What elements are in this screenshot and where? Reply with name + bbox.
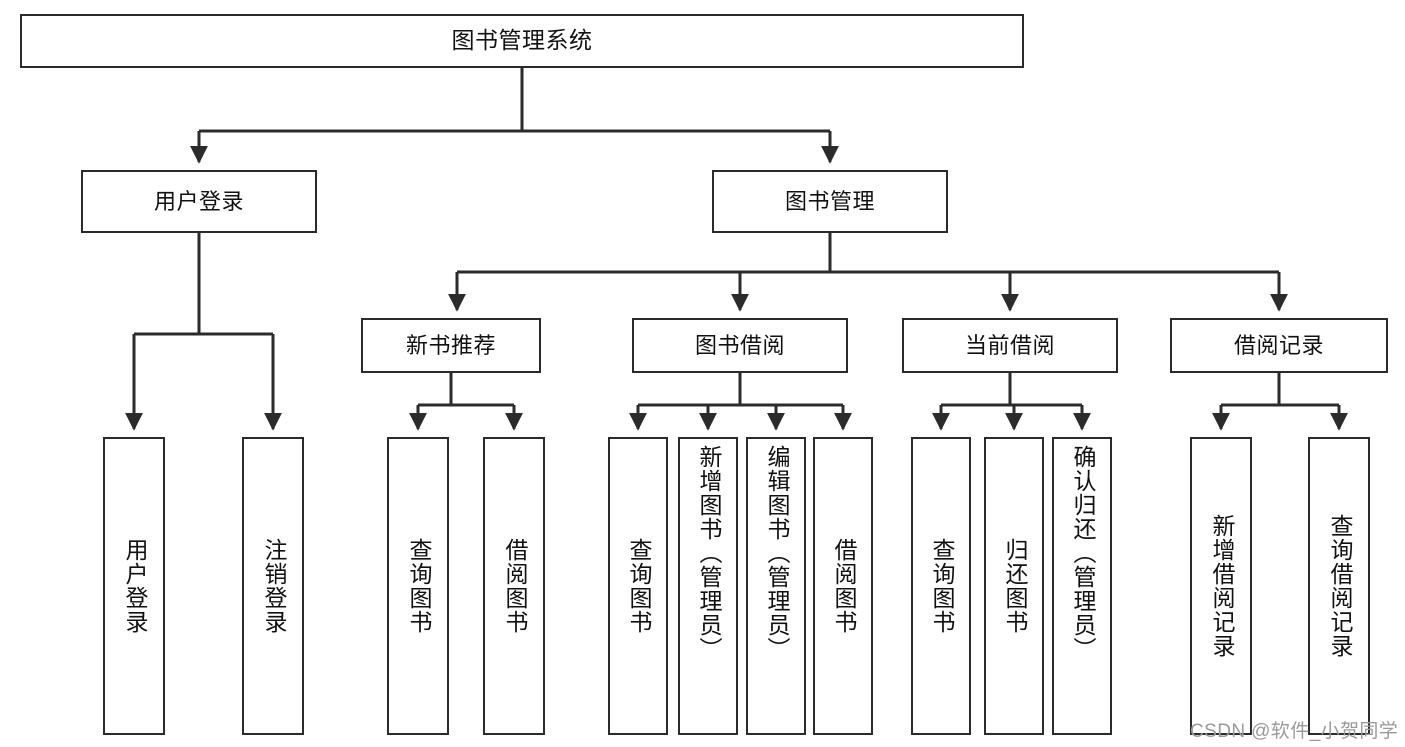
node-leaf-confirm-return-admin-label: 确认归还（管理员） [1069, 445, 1096, 661]
node-leaf-user-login-label: 用户登录 [121, 538, 148, 634]
watermark-text: CSDN @软件_小贺同学 [1190, 721, 1399, 742]
node-leaf-query-book-current-label: 查询图书 [928, 538, 955, 634]
node-user-login[interactable]: 用户登录 [81, 170, 317, 233]
node-leaf-add-borrow-record[interactable]: 新增借阅记录 [1190, 437, 1252, 735]
node-book-borrow-label: 图书借阅 [694, 332, 785, 358]
node-leaf-edit-book-admin[interactable]: 编辑图书（管理员） [746, 437, 806, 735]
node-leaf-borrow-book-new[interactable]: 借阅图书 [483, 437, 545, 735]
node-leaf-borrow-book-label: 借阅图书 [830, 538, 857, 634]
node-leaf-query-borrow-record[interactable]: 查询借阅记录 [1308, 437, 1370, 735]
node-borrow-record[interactable]: 借阅记录 [1170, 318, 1388, 373]
node-root-label: 图书管理系统 [451, 27, 593, 54]
node-book-manage[interactable]: 图书管理 [712, 170, 948, 233]
node-leaf-add-borrow-record-label: 新增借阅记录 [1208, 514, 1235, 658]
node-leaf-query-borrow-record-label: 查询借阅记录 [1326, 514, 1353, 658]
node-leaf-return-book[interactable]: 归还图书 [984, 437, 1044, 735]
node-leaf-add-book-admin-label: 新增图书（管理员） [695, 445, 722, 661]
node-book-manage-label: 图书管理 [784, 188, 875, 214]
node-root[interactable]: 图书管理系统 [20, 14, 1024, 68]
node-leaf-edit-book-admin-label: 编辑图书（管理员） [763, 445, 790, 661]
node-leaf-borrow-book-new-label: 借阅图书 [501, 538, 528, 634]
node-leaf-confirm-return-admin[interactable]: 确认归还（管理员） [1052, 437, 1112, 735]
node-leaf-query-book-current[interactable]: 查询图书 [911, 437, 971, 735]
node-current-borrow[interactable]: 当前借阅 [902, 318, 1118, 373]
node-user-login-label: 用户登录 [153, 188, 244, 214]
node-leaf-user-logout[interactable]: 注销登录 [242, 437, 304, 735]
node-leaf-query-book-borrow[interactable]: 查询图书 [608, 437, 668, 735]
node-new-book-recommend-label: 新书推荐 [405, 332, 496, 358]
node-new-book-recommend[interactable]: 新书推荐 [361, 318, 541, 373]
node-leaf-user-logout-label: 注销登录 [260, 538, 287, 634]
node-leaf-user-login[interactable]: 用户登录 [103, 437, 165, 735]
node-leaf-query-book-new-label: 查询图书 [405, 538, 432, 634]
node-leaf-borrow-book[interactable]: 借阅图书 [813, 437, 873, 735]
node-book-borrow[interactable]: 图书借阅 [632, 318, 848, 373]
node-leaf-query-book-new[interactable]: 查询图书 [387, 437, 449, 735]
node-leaf-query-book-borrow-label: 查询图书 [625, 538, 652, 634]
node-current-borrow-label: 当前借阅 [964, 332, 1055, 358]
node-leaf-return-book-label: 归还图书 [1001, 538, 1028, 634]
node-borrow-record-label: 借阅记录 [1233, 332, 1324, 358]
node-leaf-add-book-admin[interactable]: 新增图书（管理员） [678, 437, 738, 735]
